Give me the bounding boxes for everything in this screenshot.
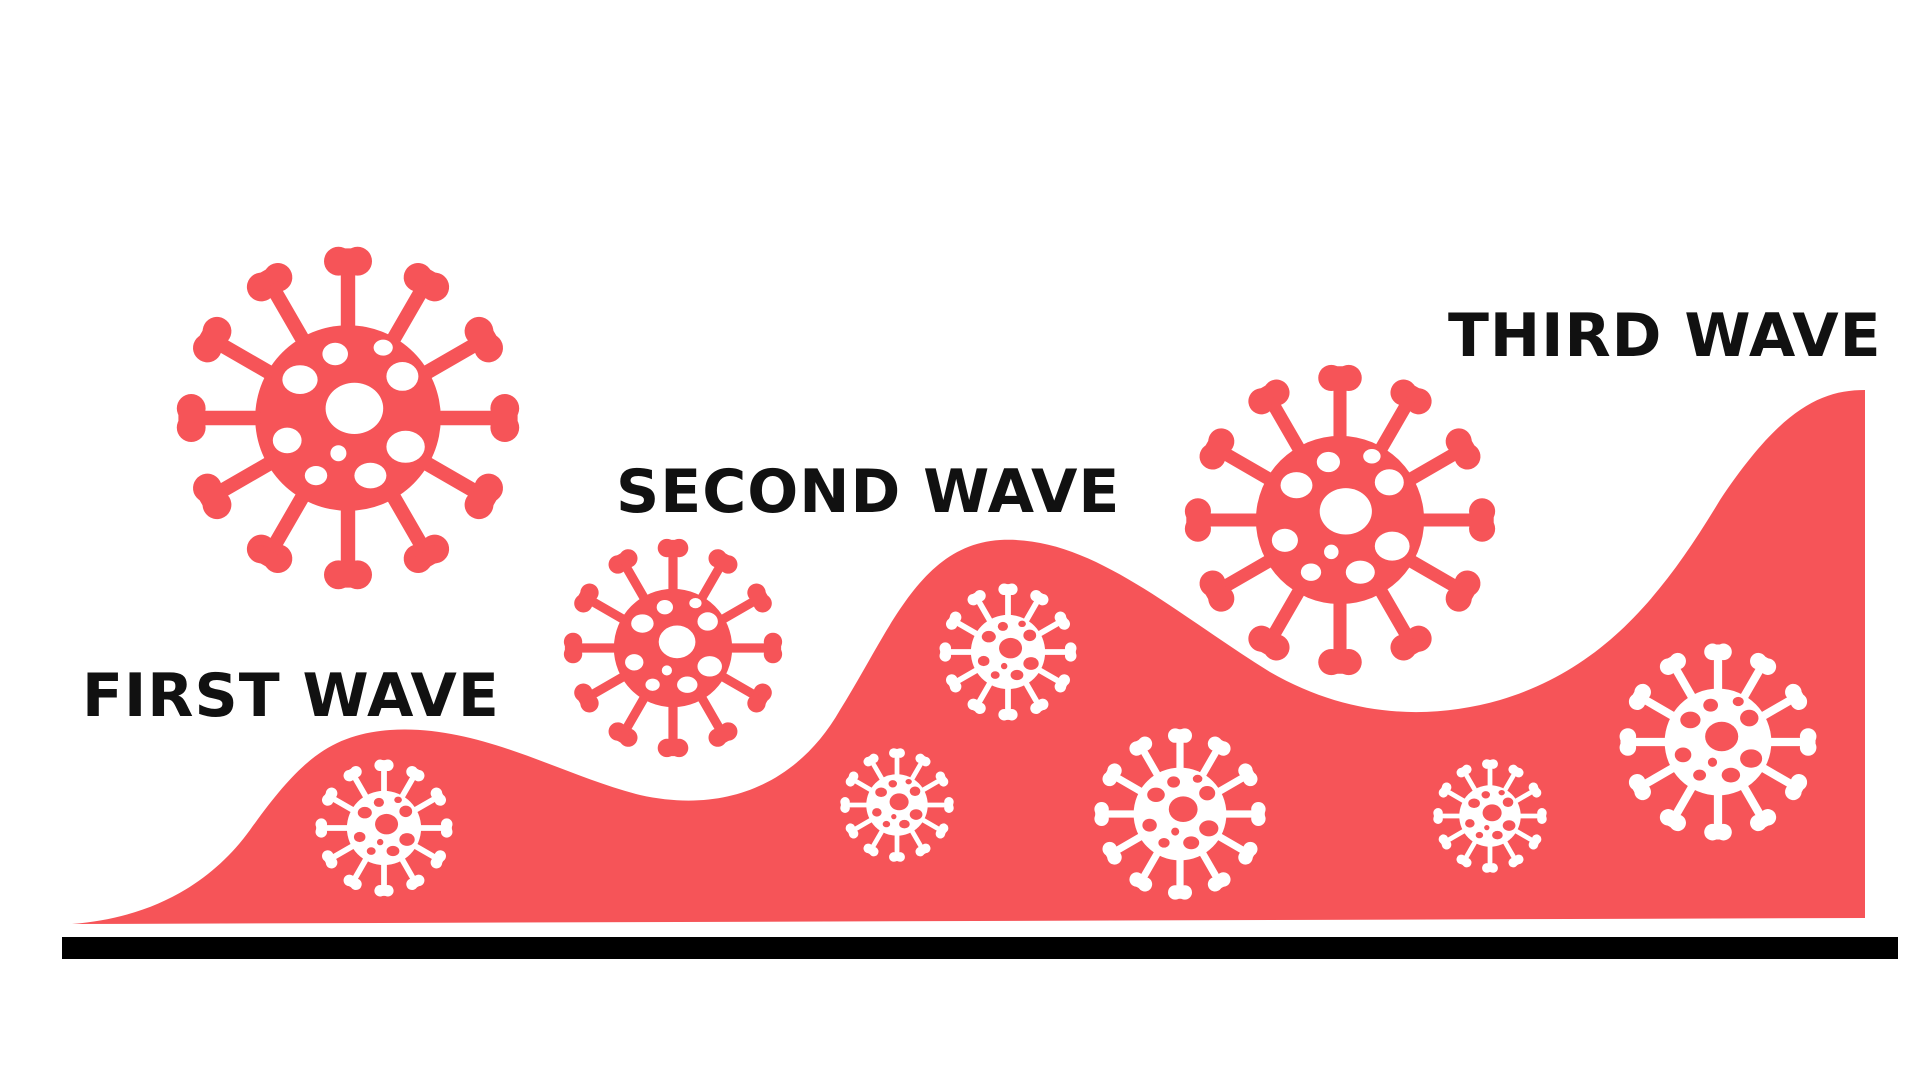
baseline [62,937,1898,959]
coronavirus-icon [1185,365,1495,675]
wave-area [72,390,1865,924]
second-wave-label: SECOND WAVE [616,457,1120,527]
third-wave-label: THIRD WAVE [1448,301,1882,371]
coronavirus-icon [564,539,782,757]
coronavirus-icon [177,247,519,589]
first-wave-label: FIRST WAVE [82,661,500,731]
